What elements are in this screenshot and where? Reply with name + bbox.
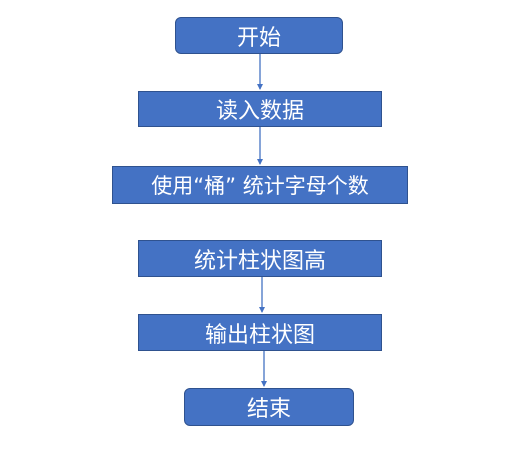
output-chart-node: 输出柱状图	[138, 314, 382, 351]
count-letters-node: 使用“桶” 统计字母个数	[112, 166, 408, 204]
bar-heights-node: 统计柱状图高	[138, 240, 382, 277]
count-letters-label: 使用“桶” 统计字母个数	[151, 174, 369, 198]
end-label: 结束	[246, 397, 291, 422]
start-label: 开始	[236, 25, 281, 51]
read-data-node: 读入数据	[138, 91, 382, 127]
output-chart-label: 输出柱状图	[204, 322, 315, 348]
end-node: 结束	[184, 388, 354, 426]
bar-heights-label: 统计柱状图高	[193, 248, 326, 274]
start-node: 开始	[175, 17, 343, 54]
read-data-label: 读入数据	[215, 99, 304, 124]
